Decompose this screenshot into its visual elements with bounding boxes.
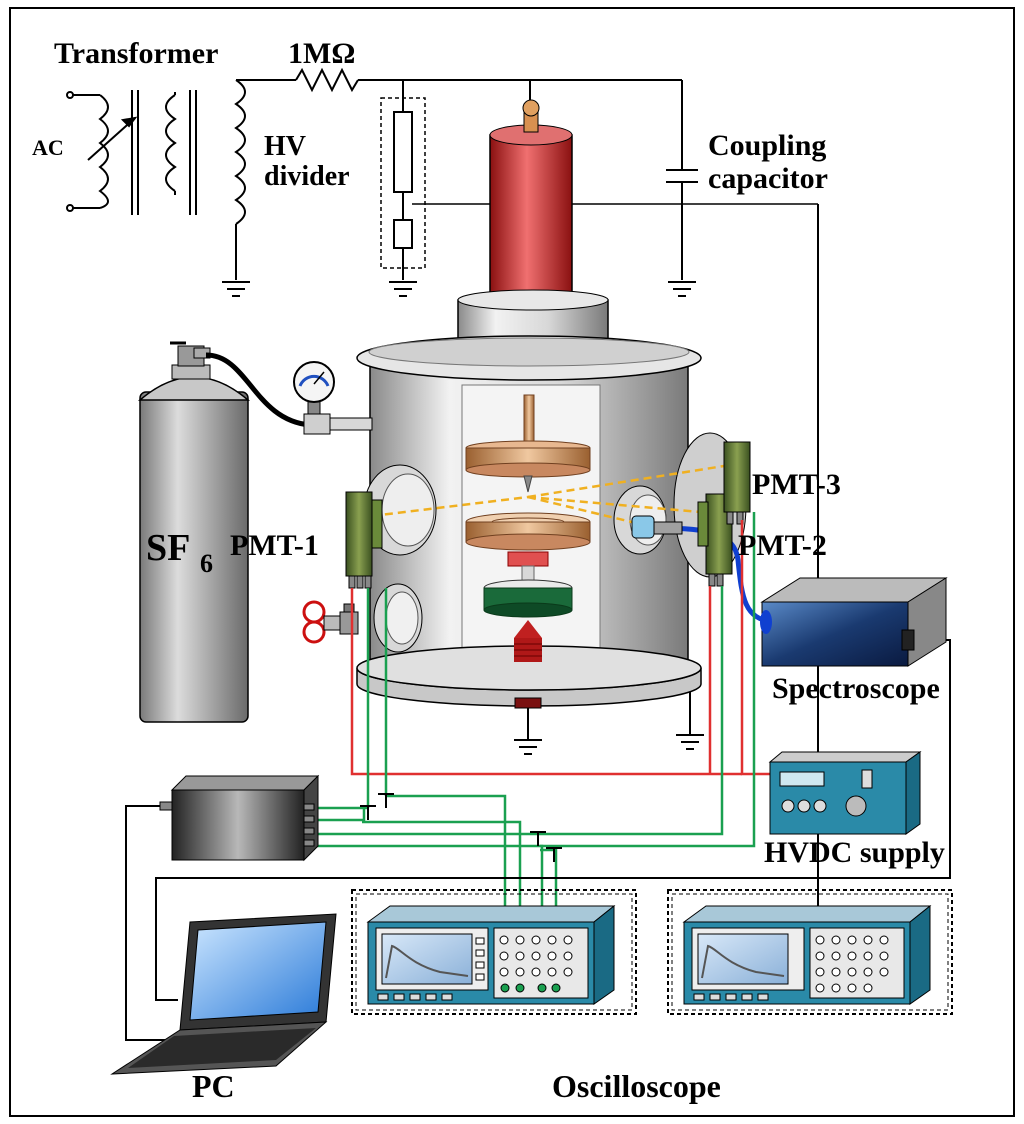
ground-icon <box>389 281 417 297</box>
cable-tees <box>360 793 562 862</box>
coupling-label: Coupling <box>708 129 826 162</box>
pmt-3-detector <box>723 441 751 525</box>
pmt-1-label: PMT-1 <box>230 529 319 562</box>
oscilloscope-label: Oscilloscope <box>552 1068 721 1104</box>
hvdc-supply-label: HVDC supply <box>764 836 945 869</box>
fiber-collimator <box>631 515 683 539</box>
test-chamber <box>356 335 747 709</box>
capacitor-label: capacitor <box>708 162 828 195</box>
sf6-subscript: 6 <box>200 549 213 578</box>
resistor-label: 1MΩ <box>288 37 355 70</box>
variac-coil <box>98 94 109 209</box>
ac-label: AC <box>32 135 64 160</box>
ground-icon <box>676 690 704 750</box>
ground-icon <box>668 281 696 297</box>
figure-border <box>9 7 1015 1117</box>
divider-label: divider <box>264 161 350 192</box>
oscilloscope-2 <box>667 889 953 1015</box>
pmt-2-label: PMT-2 <box>738 529 827 562</box>
ground-icon <box>222 281 250 297</box>
hvdc-supply-device <box>768 751 922 835</box>
spectroscope-label: Spectroscope <box>772 672 940 705</box>
sf6-cylinder <box>137 341 373 723</box>
red-cables <box>350 520 770 776</box>
pmt-3-label: PMT-3 <box>752 468 841 501</box>
hv-bushing <box>457 99 609 349</box>
hv-circuit <box>66 67 818 280</box>
pc-label: PC <box>192 1068 235 1104</box>
labels: Transformer 1MΩ AC HV divider Coupling c… <box>32 37 945 1104</box>
laptop-icon <box>110 913 337 1075</box>
hv-label: HV <box>264 131 306 162</box>
transformer-label: Transformer <box>54 37 218 70</box>
pmt-1-detector <box>345 491 383 589</box>
optical-paths <box>371 464 725 526</box>
oscilloscope-1 <box>351 889 637 1015</box>
sf6-label: SF <box>146 527 190 569</box>
amplifier-box <box>159 774 320 862</box>
valve-icon <box>302 600 359 644</box>
ground-icon <box>514 705 542 755</box>
ground-symbols <box>222 281 704 755</box>
spectroscope-device <box>760 577 948 667</box>
pressure-gauge-icon <box>293 361 335 403</box>
